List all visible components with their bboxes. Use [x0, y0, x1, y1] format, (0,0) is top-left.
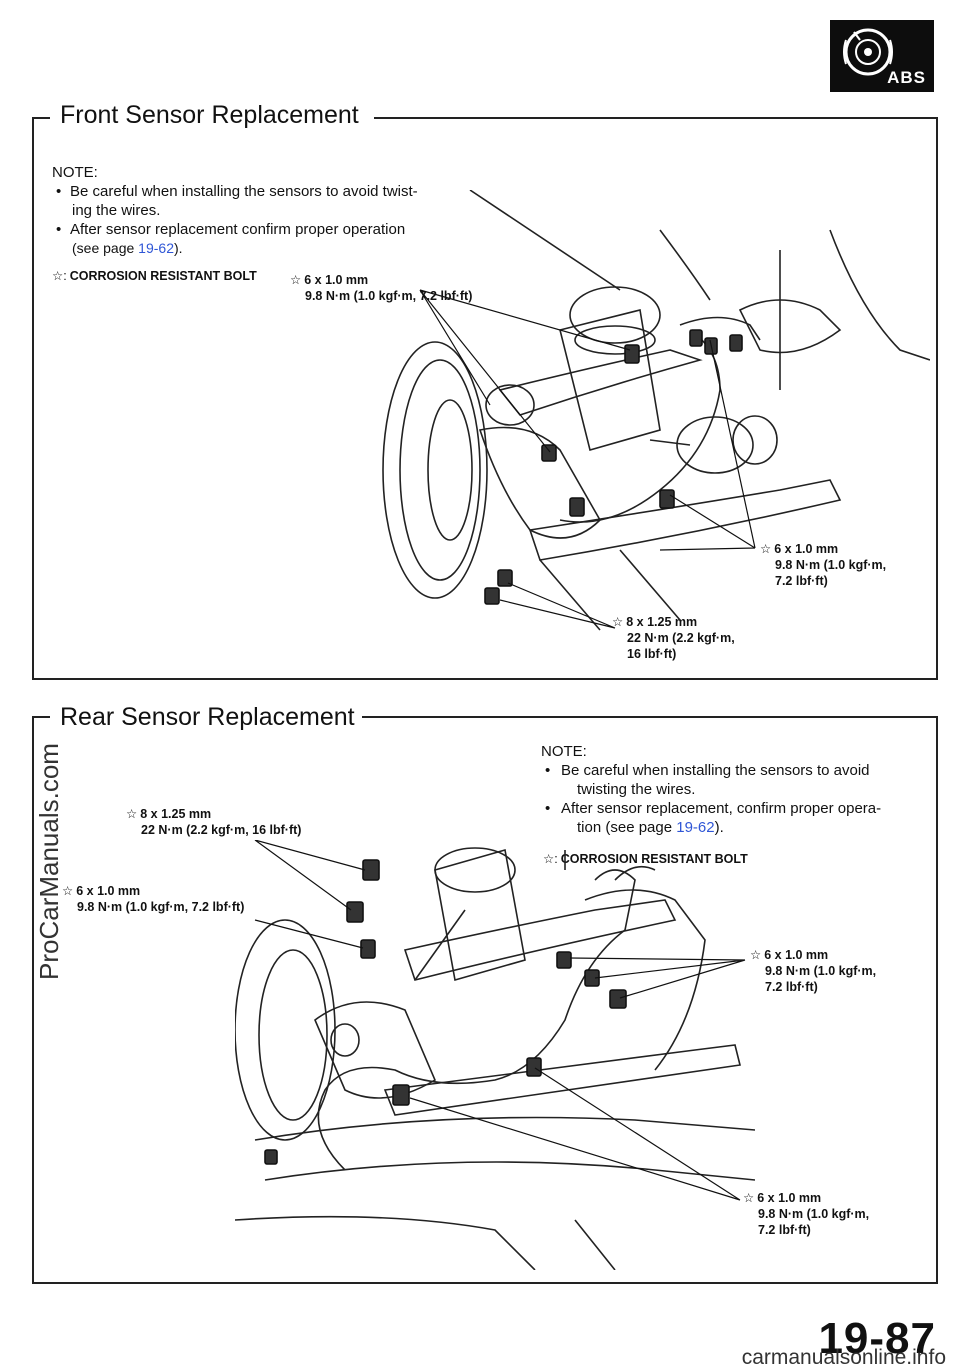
watermark-text: ProCarManuals.com — [34, 743, 64, 980]
front-section — [32, 117, 938, 680]
star-icon: ☆: — [52, 269, 67, 283]
rear-suspension-illustration — [235, 840, 755, 1270]
front-legend-text: CORROSION RESISTANT BOLT — [69, 269, 257, 283]
front-note-bullet-1: Be careful when installing the sensors t… — [52, 182, 454, 201]
rear-spec-3: ☆6 x 1.0 mm 9.8 N·m (1.0 kgf·m, 7.2 lbf·… — [750, 947, 876, 995]
rear-note: NOTE: Be careful when installing the sen… — [541, 742, 913, 837]
star-icon: ☆ — [290, 273, 302, 287]
front-note: NOTE: Be careful when installing the sen… — [52, 163, 454, 258]
front-spec-2: ☆6 x 1.0 mm 9.8 N·m (1.0 kgf·m, 7.2 lbf·… — [760, 541, 886, 589]
rear-spec-1-torque: 22 N·m (2.2 kgf·m, 16 lbf·ft) — [141, 823, 302, 837]
front-section-title: Front Sensor Replacement — [60, 101, 359, 129]
front-spec-2-size: 6 x 1.0 mm — [774, 542, 839, 556]
front-page-link[interactable]: 19-62 — [138, 240, 174, 256]
rear-spec-4-torque: 9.8 N·m (1.0 kgf·m, — [758, 1207, 870, 1221]
rear-note-bullet-1-text: Be careful when installing the sensors t… — [561, 762, 870, 779]
footer-site[interactable]: carmanualsonline.info — [741, 1346, 946, 1369]
rear-spec-3-size: 6 x 1.0 mm — [764, 948, 829, 962]
rear-spec-4: ☆6 x 1.0 mm 9.8 N·m (1.0 kgf·m, 7.2 lbf·… — [743, 1190, 869, 1238]
rear-spec-1: ☆8 x 1.25 mm 22 N·m (2.2 kgf·m, 16 lbf·f… — [126, 806, 301, 838]
front-spec-1-size: 6 x 1.0 mm — [304, 273, 369, 287]
watermark: ProCarManuals.com — [0, 600, 64, 1100]
page-number: 19-87 — [818, 1314, 936, 1363]
star-icon: ☆ — [760, 542, 772, 556]
rear-legend-text: CORROSION RESISTANT BOLT — [560, 852, 748, 866]
rear-section-title: Rear Sensor Replacement — [60, 703, 355, 731]
rear-spec-2-torque: 9.8 N·m (1.0 kgf·m, 7.2 lbf·ft) — [77, 900, 245, 914]
rear-note-heading: NOTE: — [541, 743, 587, 760]
rear-see-page-prefix: tion (see page — [577, 819, 677, 836]
front-note-bullet-1-text: Be careful when installing the sensors t… — [70, 183, 418, 200]
rear-legend: ☆:CORROSION RESISTANT BOLT — [543, 851, 748, 867]
rear-note-bullet-2-text: After sensor replacement, confirm proper… — [561, 800, 882, 817]
front-see-page-suffix: ). — [173, 240, 183, 256]
front-note-bullet-1-cont: ing the wires. — [72, 202, 161, 219]
rear-spec-3-torque-2: 7.2 lbf·ft) — [765, 980, 818, 994]
rear-spec-4-size: 6 x 1.0 mm — [757, 1191, 822, 1205]
front-note-heading: NOTE: — [52, 164, 98, 181]
star-icon: ☆ — [743, 1191, 755, 1205]
front-spec-2-torque: 9.8 N·m (1.0 kgf·m, — [775, 558, 887, 572]
front-legend: ☆:CORROSION RESISTANT BOLT — [52, 268, 257, 284]
star-icon: ☆: — [543, 852, 558, 866]
front-see-page-prefix: (see page — [72, 240, 139, 256]
rear-spec-1-size: 8 x 1.25 mm — [140, 807, 212, 821]
rear-page-link[interactable]: 19-62 — [676, 819, 715, 836]
front-spec-3-torque-2: 16 lbf·ft) — [627, 647, 677, 661]
front-note-bullet-2: After sensor replacement confirm proper … — [52, 220, 454, 239]
star-icon: ☆ — [612, 615, 624, 629]
brake-disc-icon — [843, 28, 893, 76]
rear-section — [32, 716, 938, 1284]
front-spec-3-torque: 22 N·m (2.2 kgf·m, — [627, 631, 735, 645]
abs-label: ABS — [887, 68, 926, 87]
rear-note-bullet-1-cont: twisting the wires. — [577, 781, 696, 798]
front-spec-2-torque-2: 7.2 lbf·ft) — [775, 574, 828, 588]
rear-spec-2-size: 6 x 1.0 mm — [76, 884, 141, 898]
star-icon: ☆ — [62, 884, 74, 898]
front-suspension-illustration — [382, 190, 930, 631]
rear-see-page-suffix: ). — [714, 819, 724, 836]
star-icon: ☆ — [750, 948, 762, 962]
star-icon: ☆ — [126, 807, 138, 821]
rear-spec-4-torque-2: 7.2 lbf·ft) — [758, 1223, 811, 1237]
rear-note-bullet-2: After sensor replacement, confirm proper… — [541, 799, 913, 818]
rear-spec-2: ☆6 x 1.0 mm 9.8 N·m (1.0 kgf·m, 7.2 lbf·… — [62, 883, 244, 915]
rear-note-bullet-1: Be careful when installing the sensors t… — [541, 761, 913, 780]
front-note-bullet-2-cont: (see page 19-62). — [52, 239, 454, 258]
abs-badge: ABS — [830, 20, 934, 92]
rear-spec-3-torque: 9.8 N·m (1.0 kgf·m, — [765, 964, 877, 978]
rear-note-bullet-2-cont: tion (see page 19-62). — [541, 818, 913, 837]
front-note-bullet-2-text: After sensor replacement confirm proper … — [70, 221, 406, 238]
